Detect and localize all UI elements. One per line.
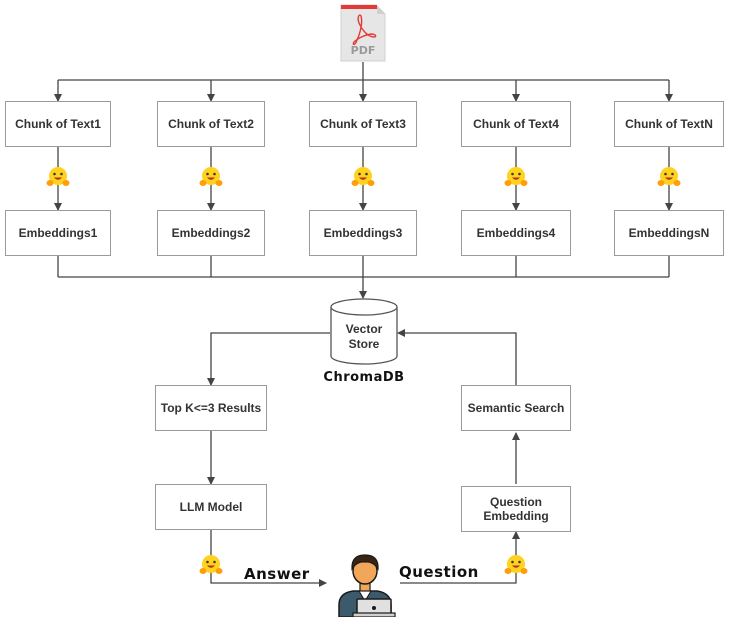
semantic-search-box: Semantic Search <box>461 385 571 431</box>
vector-store-label-line2: Store <box>348 337 380 351</box>
chunk-box-4: Chunk of Text4 <box>461 101 571 147</box>
hugging-face-icon <box>199 167 223 186</box>
embeddings-box-4: Embeddings4 <box>461 210 571 256</box>
question-embedding-box: Question Embedding <box>461 486 571 532</box>
chromadb-caption: ChromaDB <box>323 370 405 385</box>
question-embedding-line2: Embedding <box>483 509 549 523</box>
hugging-face-icon <box>657 167 681 186</box>
llm-model-box: LLM Model <box>155 484 267 530</box>
question-label: Question <box>399 563 479 581</box>
question-embedding-line1: Question <box>489 495 542 509</box>
hugging-face-icon <box>504 555 528 574</box>
chunk-box-3: Chunk of Text3 <box>309 101 417 147</box>
person-laptop-icon <box>338 554 396 617</box>
vector-store: Vector Store <box>330 298 398 366</box>
pdf-file-icon: PDF <box>340 4 386 62</box>
embeddings-box-n: EmbeddingsN <box>614 210 724 256</box>
hugging-face-icon <box>351 167 375 186</box>
hugging-face-icon <box>46 167 70 186</box>
pdf-label: PDF <box>350 44 376 57</box>
database-cylinder-icon <box>330 298 398 365</box>
chunk-box-n: Chunk of TextN <box>614 101 724 147</box>
embeddings-box-2: Embeddings2 <box>157 210 265 256</box>
chunk-box-1: Chunk of Text1 <box>5 101 111 147</box>
chunk-box-2: Chunk of Text2 <box>157 101 265 147</box>
hugging-face-icon <box>199 555 223 574</box>
embeddings-box-1: Embeddings1 <box>5 210 111 256</box>
embeddings-box-3: Embeddings3 <box>309 210 417 256</box>
hugging-face-icon <box>504 167 528 186</box>
top-k-results-box: Top K<=3 Results <box>155 385 267 431</box>
vector-store-label-line1: Vector <box>345 322 383 336</box>
answer-label: Answer <box>244 565 310 583</box>
